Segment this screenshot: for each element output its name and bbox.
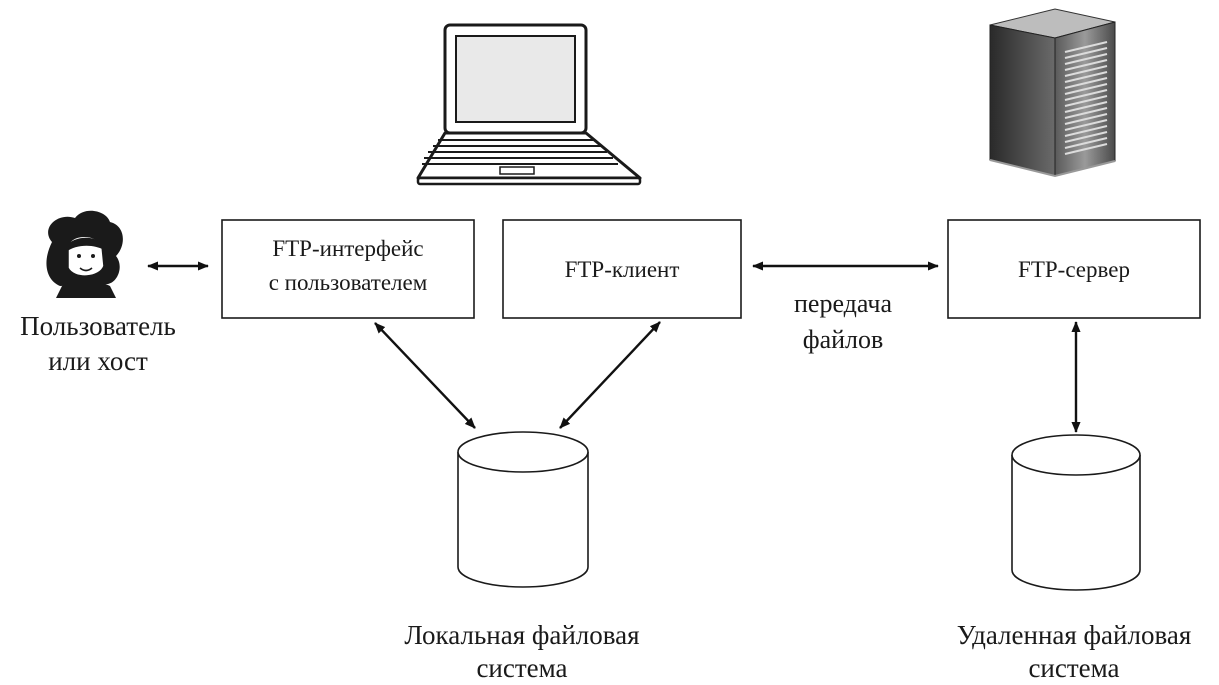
transfer-label-line2: файлов xyxy=(803,325,884,354)
arrow-ui-localfs xyxy=(374,322,476,429)
ftp-ui-label-line2: с пользователем xyxy=(269,270,428,295)
ftp-server-label: FTP-сервер xyxy=(1018,257,1130,282)
laptop-icon xyxy=(416,23,642,186)
ftp-server-box xyxy=(947,219,1201,319)
ftp-client-label: FTP-клиент xyxy=(565,257,680,282)
user-woman-icon xyxy=(46,210,123,298)
local-fs-cylinder-icon xyxy=(457,431,589,588)
remote-fs-label-line1: Удаленная файловая xyxy=(957,620,1192,650)
remote-fs-label-line2: система xyxy=(1028,653,1119,683)
arrow-client-localfs xyxy=(559,321,661,429)
remote-fs-cylinder-icon xyxy=(1011,434,1141,591)
local-fs-label-line1: Локальная файловая xyxy=(404,620,639,650)
ftp-ui-label-line1: FTP-интерфейс xyxy=(272,236,423,261)
local-fs-label-line2: система xyxy=(476,653,567,683)
transfer-label-line1: передача xyxy=(794,289,892,318)
user-label-line2: или хост xyxy=(48,346,148,376)
ftp-client-box xyxy=(502,219,742,319)
ftp-ui-box xyxy=(221,219,475,319)
user-label-line1: Пользователь xyxy=(20,311,176,341)
server-tower-icon xyxy=(989,8,1116,178)
